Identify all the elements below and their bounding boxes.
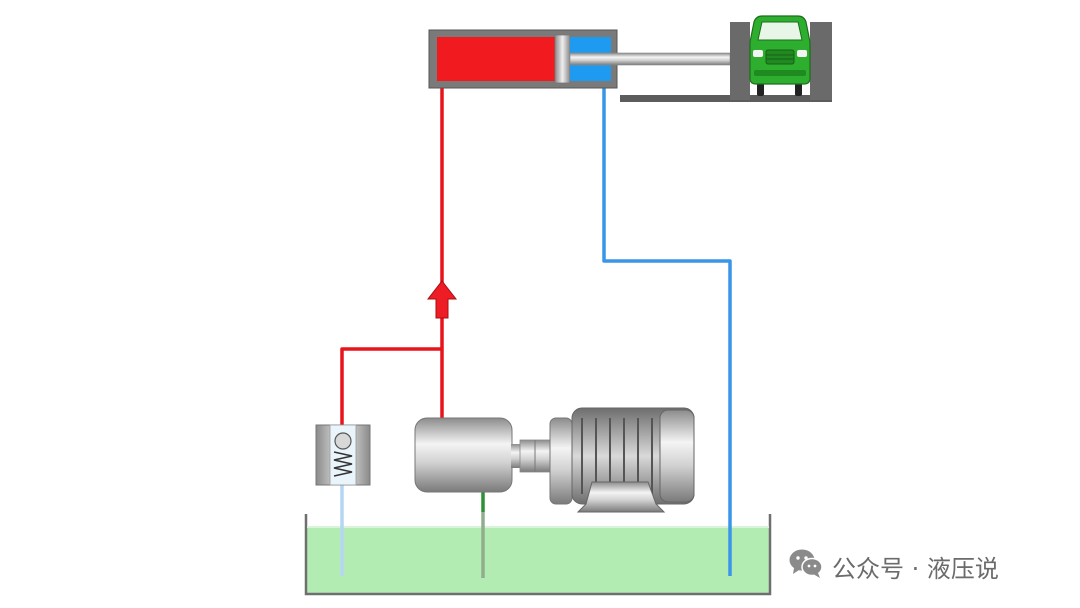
load-stop-right <box>810 22 832 100</box>
load-stop-left <box>730 22 750 100</box>
tank-oil <box>307 527 769 593</box>
oil-tank <box>304 514 772 596</box>
pressure-line <box>340 86 444 426</box>
electric-motor <box>549 407 695 513</box>
check-valve-spring <box>333 451 353 477</box>
check-valve <box>315 424 371 486</box>
check-valve-ball <box>334 432 352 450</box>
piston-rod <box>569 52 731 66</box>
flow-direction-arrow <box>426 280 458 319</box>
piston <box>554 34 571 84</box>
watermark-text: 公众号 · 液压说 <box>832 554 999 583</box>
tank-wall <box>304 514 772 596</box>
motor-mount-base <box>576 481 666 513</box>
vehicle-load <box>620 15 832 102</box>
hydraulic-cylinder <box>428 29 731 89</box>
car-icon <box>749 15 811 96</box>
wechat-icon <box>788 547 824 585</box>
cylinder-cap-chamber <box>437 37 555 81</box>
watermark: 公众号 · 液压说 <box>788 548 999 584</box>
hydraulic-pump <box>414 417 551 493</box>
return-line <box>602 86 732 576</box>
load-track <box>620 95 832 102</box>
